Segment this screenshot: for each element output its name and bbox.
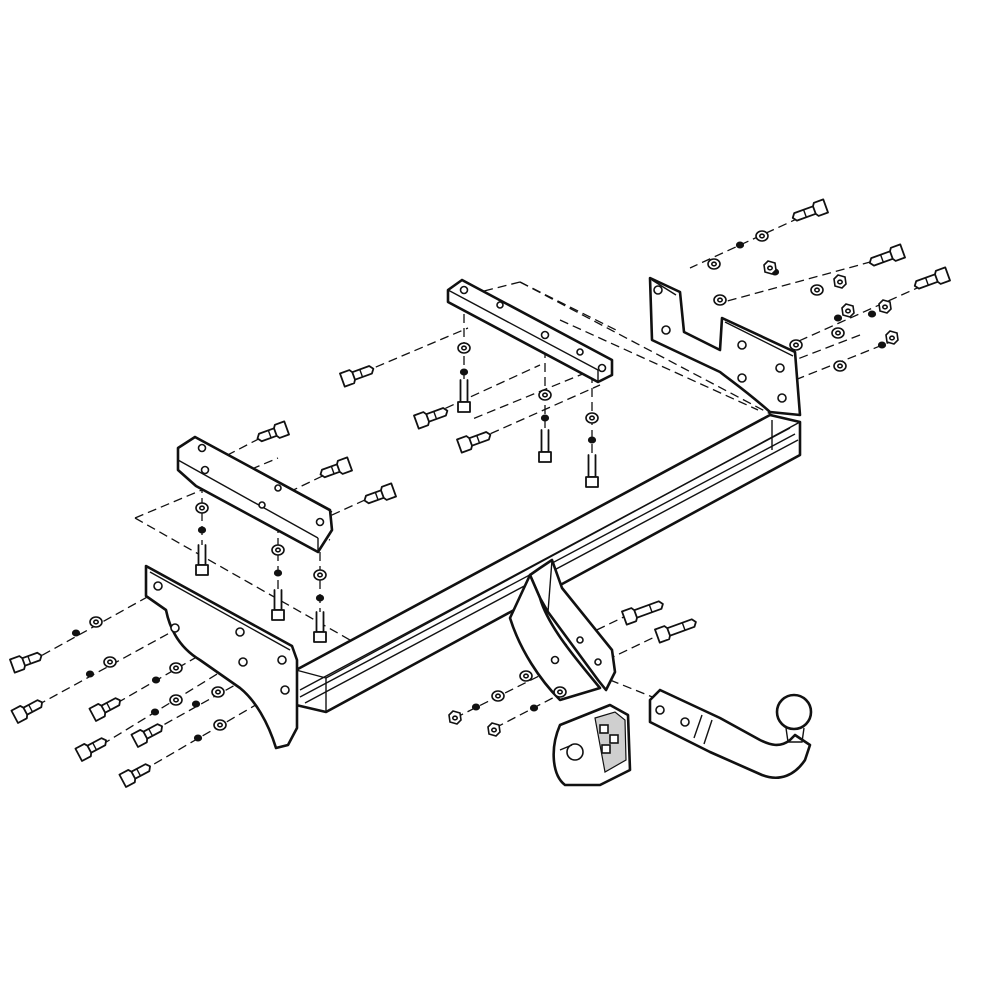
lock-washer-icon <box>85 670 95 678</box>
bolt-icon <box>654 618 697 644</box>
bolt-icon <box>413 407 449 430</box>
bolt-icon <box>339 365 375 388</box>
nut-hole <box>888 335 895 341</box>
bolt-icon <box>791 198 829 222</box>
washer-hole <box>541 392 548 398</box>
lock-washer-icon <box>867 310 877 318</box>
lock-washer-icon <box>471 703 481 711</box>
lock-washer-icon <box>273 569 283 577</box>
upper-mounting-bracket <box>446 278 614 384</box>
fastener-set <box>9 198 951 788</box>
lock-washer-icon <box>833 314 843 322</box>
bolt-icon <box>118 763 151 788</box>
electrical-socket-plate <box>552 703 632 787</box>
washer-hole <box>274 547 281 553</box>
washer-hole <box>716 297 723 303</box>
washer-hole <box>93 619 100 625</box>
bolt-icon <box>9 651 43 674</box>
bolt-icon <box>271 589 285 621</box>
washer-hole <box>460 345 467 351</box>
bolt-icon <box>256 420 290 443</box>
washer-hole <box>792 342 799 348</box>
bolt-icon <box>621 600 664 626</box>
washer-hole <box>813 287 820 293</box>
bolt-icon <box>88 697 121 722</box>
lock-washer-icon <box>587 436 597 444</box>
nut-hole <box>881 304 888 310</box>
washer-hole <box>199 505 206 511</box>
center-neck-bracket <box>508 558 617 702</box>
nut-hole <box>490 727 497 733</box>
bolt-icon <box>319 456 353 479</box>
washer-hole <box>556 689 563 695</box>
washer-hole <box>588 415 595 421</box>
bolt-icon <box>74 737 107 762</box>
washer-hole <box>836 363 843 369</box>
bolt-icon <box>868 243 906 267</box>
washer-hole <box>758 233 765 239</box>
lock-washer-icon <box>150 708 160 716</box>
right-side-plate <box>648 276 802 417</box>
lock-washer-icon <box>71 629 81 637</box>
lock-washer-icon <box>877 341 887 349</box>
bolt-icon <box>457 379 471 413</box>
nut-hole <box>766 265 773 271</box>
washer-hole <box>710 261 717 267</box>
washer-hole <box>173 665 180 671</box>
washer-hole <box>834 330 841 336</box>
washer-hole <box>217 722 224 728</box>
washer-hole <box>215 689 222 695</box>
lock-washer-icon <box>315 594 325 602</box>
bolt-icon <box>130 723 163 748</box>
tow-ball-neck <box>648 688 813 780</box>
lock-washer-icon <box>197 526 207 534</box>
bolt-icon <box>313 611 327 643</box>
bolt-icon <box>456 431 492 454</box>
bolt-icon <box>363 482 397 505</box>
lock-washer-icon <box>193 734 203 742</box>
bolt-icon <box>10 699 43 724</box>
nut-hole <box>844 308 851 314</box>
washer-hole <box>107 659 114 665</box>
lock-washer-icon <box>459 368 469 376</box>
lock-washer-icon <box>735 241 745 249</box>
lock-washer-icon <box>529 704 539 712</box>
bolt-icon <box>538 429 552 463</box>
lock-washer-icon <box>191 700 201 708</box>
lock-washer-icon <box>151 676 161 684</box>
bolt-icon <box>913 266 951 290</box>
lock-washer-icon <box>540 414 550 422</box>
tow-ball-icon <box>775 693 813 731</box>
bolt-icon <box>585 454 599 488</box>
nut-hole <box>836 279 843 285</box>
washer-hole <box>494 693 501 699</box>
washer-hole <box>522 673 529 679</box>
nut-hole <box>451 715 458 721</box>
washer-hole <box>316 572 323 578</box>
washer-hole <box>173 697 180 703</box>
left-side-plate <box>144 564 299 750</box>
bolt-icon <box>195 544 209 576</box>
left-mounting-bracket <box>176 435 334 554</box>
